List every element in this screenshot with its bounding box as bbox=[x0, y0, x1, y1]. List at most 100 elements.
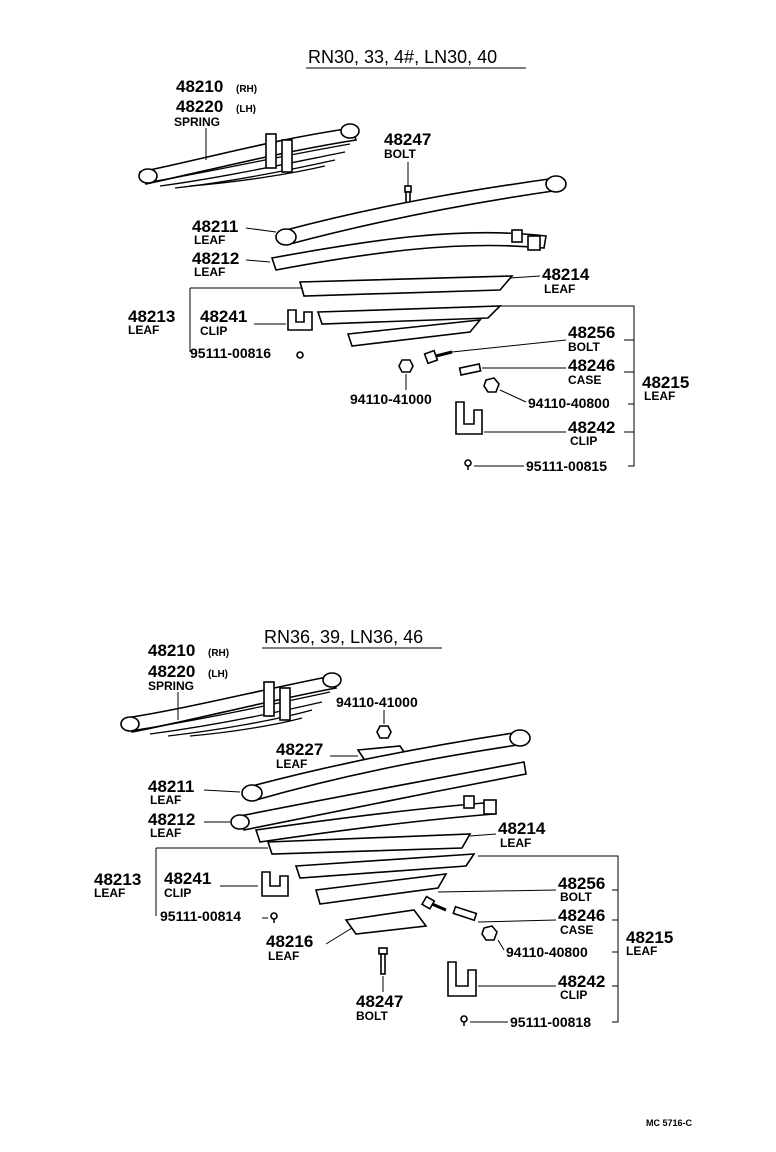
bottom-model-title: RN36, 39, LN36, 46 bbox=[264, 627, 423, 647]
top-nut-center-drawing bbox=[398, 359, 414, 373]
top-clip2-label: CLIP bbox=[570, 434, 597, 448]
bottom-pad-label: LEAF bbox=[276, 757, 307, 771]
top-assy-label: LEAF bbox=[644, 389, 675, 403]
top-center-bolt-label: BOLT bbox=[384, 147, 416, 161]
top-center-bolt-number: 48247 bbox=[384, 130, 431, 149]
top-leaf2-number: 48212 bbox=[192, 249, 239, 268]
top-leaf-48212-drawing bbox=[270, 229, 547, 271]
bottom-leaf-bottom-leader bbox=[325, 927, 353, 945]
bottom-assy-number: 48215 bbox=[626, 928, 673, 947]
bottom-leaf-group-number: 48213 bbox=[94, 870, 141, 889]
top-nut-right-drawing bbox=[483, 377, 500, 393]
bottom-section: RN36, 39, LN36, 46 48210 (RH) 48220 (LH)… bbox=[94, 627, 673, 1030]
bottom-leaf1-number: 48211 bbox=[148, 777, 194, 796]
bottom-rivet-left-icon bbox=[270, 912, 278, 923]
top-rivet-left-number: 95111-00816 bbox=[190, 345, 271, 361]
top-leaf2-leader bbox=[245, 259, 271, 263]
bottom-rivet-left-number: 95111-00814 bbox=[160, 908, 241, 924]
top-rivet-right-icon bbox=[464, 459, 472, 470]
bottom-leaf2-label: LEAF bbox=[150, 826, 181, 840]
bottom-leaf-48212-drawing bbox=[230, 761, 527, 831]
bottom-spring-lh-tag: (LH) bbox=[208, 669, 228, 680]
top-clip-48242-drawing bbox=[455, 401, 483, 435]
top-model-title: RN30, 33, 4#, LN30, 40 bbox=[308, 47, 497, 67]
top-assy-bracket bbox=[492, 305, 635, 467]
top-spring-lh-number: 48220 bbox=[176, 97, 223, 116]
bottom-center-bolt-label: BOLT bbox=[356, 1009, 388, 1023]
top-bolt-number: 48256 bbox=[568, 323, 615, 342]
top-leaf1-number: 48211 bbox=[192, 217, 238, 236]
bottom-leaf-bottom-number: 48216 bbox=[266, 932, 313, 951]
top-rivet-left-icon bbox=[296, 351, 304, 359]
bottom-leaf-bottom-label: LEAF bbox=[268, 949, 299, 963]
bottom-nut-top-number: 94110-41000 bbox=[336, 694, 418, 710]
bottom-spring-label: SPRING bbox=[148, 679, 194, 693]
bottom-clip-number: 48241 bbox=[164, 869, 211, 888]
bottom-case-number: 48246 bbox=[558, 906, 605, 925]
bottom-leaf1-leader bbox=[203, 789, 241, 793]
bottom-leaf5-drawing bbox=[294, 853, 476, 879]
bottom-rivet-right-number: 95111-00818 bbox=[510, 1014, 591, 1030]
top-case-drawing bbox=[458, 363, 482, 376]
bottom-leaf1-label: LEAF bbox=[150, 793, 181, 807]
top-bolt-48256-drawing bbox=[423, 349, 453, 365]
bottom-bolt-leader bbox=[437, 889, 557, 893]
top-spring-rh-tag: (RH) bbox=[236, 84, 257, 95]
bottom-bolt-label: BOLT bbox=[560, 890, 592, 904]
bottom-bolt-48256-drawing bbox=[420, 895, 447, 912]
top-spring-rh-number: 48210 bbox=[176, 77, 223, 96]
top-leaf-lower-number: 48214 bbox=[542, 265, 590, 284]
top-rivet-right-number: 95111-00815 bbox=[526, 458, 607, 474]
bottom-clip-48241-drawing bbox=[261, 871, 289, 897]
bottom-rivet-right-icon bbox=[460, 1015, 468, 1026]
bottom-clip2-number: 48242 bbox=[558, 972, 605, 991]
bottom-leaf6-drawing bbox=[314, 873, 448, 905]
bottom-leaf-48211-drawing bbox=[241, 729, 531, 802]
bottom-spring-rh-tag: (RH) bbox=[208, 648, 229, 659]
top-leaf-lower-label: LEAF bbox=[544, 282, 575, 296]
top-bolt-label: BOLT bbox=[568, 340, 600, 354]
top-leaf4-drawing bbox=[316, 305, 502, 325]
top-leaf-lower-leader bbox=[509, 275, 541, 279]
top-nut-right-leader bbox=[499, 389, 527, 403]
top-spring-lh-tag: (LH) bbox=[236, 104, 256, 115]
bottom-case-label: CASE bbox=[560, 923, 593, 937]
bottom-leaf2-number: 48212 bbox=[148, 810, 195, 829]
top-leaf1-leader bbox=[245, 227, 277, 233]
bottom-center-bolt-drawing bbox=[378, 947, 388, 975]
bottom-assy-bracket bbox=[478, 855, 619, 1023]
bottom-leaf-lower-label: LEAF bbox=[500, 836, 531, 850]
bottom-nut-right-drawing bbox=[481, 925, 498, 941]
bottom-leaf4-drawing bbox=[266, 833, 472, 855]
top-case-number: 48246 bbox=[568, 356, 615, 375]
bottom-clip2-label: CLIP bbox=[560, 988, 587, 1002]
bottom-assy-label: LEAF bbox=[626, 944, 657, 958]
bottom-case-drawing bbox=[452, 905, 478, 922]
bottom-center-bolt-number: 48247 bbox=[356, 992, 403, 1011]
top-nut-center-number: 94110-41000 bbox=[350, 391, 432, 407]
top-bolt-leader bbox=[451, 339, 567, 353]
top-clip-number: 48241 bbox=[200, 307, 247, 326]
bottom-leaf3-drawing bbox=[254, 795, 497, 843]
top-spring-assembly-drawing bbox=[138, 123, 360, 189]
top-spring-label: SPRING bbox=[174, 115, 220, 129]
bottom-nut-right-number: 94110-40800 bbox=[506, 944, 588, 960]
bottom-leaf-group-label: LEAF bbox=[94, 886, 125, 900]
top-leaf1-label: LEAF bbox=[194, 233, 225, 247]
top-leaf-group-label: LEAF bbox=[128, 323, 159, 337]
bottom-nut-right-leader bbox=[497, 939, 505, 951]
bottom-leaf-48216-drawing bbox=[344, 909, 428, 935]
top-leaf-48211-drawing bbox=[275, 175, 567, 246]
top-leaf3-drawing bbox=[298, 275, 514, 297]
top-leaf5-drawing bbox=[346, 318, 482, 347]
bottom-leaf-lower-number: 48214 bbox=[498, 819, 546, 838]
bottom-spring-lh-number: 48220 bbox=[148, 662, 195, 681]
bottom-spring-rh-number: 48210 bbox=[148, 641, 195, 660]
top-leaf2-label: LEAF bbox=[194, 265, 225, 279]
bottom-clip-label: CLIP bbox=[164, 886, 191, 900]
top-section: RN30, 33, 4#, LN30, 40 48210 (RH) 48220 … bbox=[128, 47, 689, 474]
top-leaf-group-number: 48213 bbox=[128, 307, 175, 326]
bottom-case-leader bbox=[477, 919, 557, 923]
bottom-clip-48242-drawing bbox=[447, 961, 477, 997]
